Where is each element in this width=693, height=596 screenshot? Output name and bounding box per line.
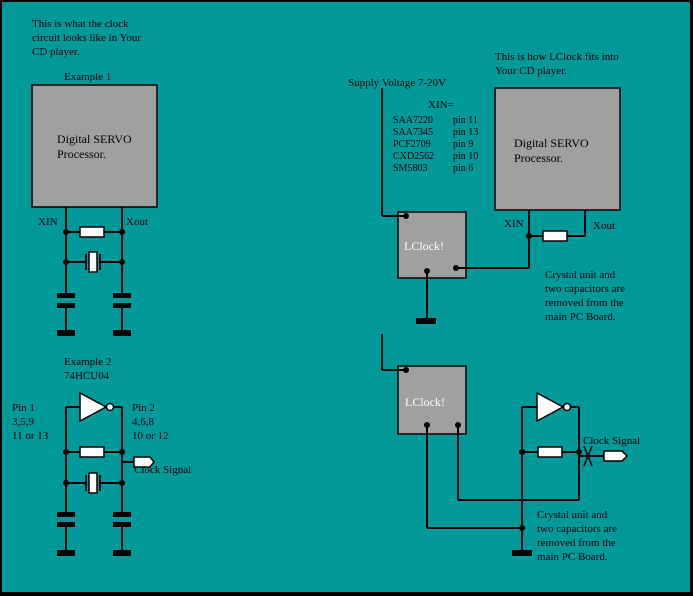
example1-resistor	[79, 226, 105, 238]
xin-header: XIN=	[428, 99, 454, 111]
example2-section: Example 2 74HCU04 Pin 1 3,5,9 11 or 13 P…	[12, 356, 191, 556]
example1-chip-line1: Digital SERVO	[57, 132, 132, 146]
example2-pin2-line3: 10 or 12	[132, 430, 169, 442]
example2-title-line2: 74HCU04	[64, 370, 110, 382]
xin-table-chip: PCF2709	[393, 139, 431, 150]
example1-circuit	[57, 207, 131, 336]
lclock-fit-section: This is how LClock fits into Your CD pla…	[348, 51, 625, 324]
lclock-fit-intro-line2: Your CD player.	[495, 65, 567, 77]
lclock-module-bottom	[397, 365, 467, 435]
lclock-fit-resistor	[542, 230, 568, 242]
xin-table-chip: CXD2562	[393, 151, 434, 162]
clock-signal-arrow-icon	[603, 450, 629, 462]
lclock-fit-note-line2: two capacitors are	[545, 283, 625, 295]
xin-table-pin: pin 13	[453, 127, 478, 138]
example1-chip-line2: Processor.	[57, 147, 106, 161]
example2-crystal	[88, 472, 98, 494]
lclock-inverter-wiring	[381, 334, 629, 556]
xin-table-pin: pin 9	[453, 139, 473, 150]
supply-voltage-label: Supply Voltage 7-20V	[348, 77, 446, 89]
xin-pin-table: SAA7220 pin 11 SAA7345 pin 13 PCF2709 pi…	[393, 115, 478, 174]
example1-capacitor-right	[113, 293, 131, 298]
example2-pin1-line2: 3,5,9	[12, 416, 35, 428]
xin-table-pin: pin 10	[453, 151, 478, 162]
example2-pin2-line2: 4,6,8	[132, 416, 155, 428]
xin-table-pin: pin 11	[453, 115, 478, 126]
lclock-inverter-note-line2: two capacitors are	[537, 523, 617, 535]
lclock-inverter-note-line3: removed from the	[537, 537, 616, 549]
lclock-inverter-note-line4: main PC Board.	[537, 551, 608, 563]
lclock-fit-note-line1: Crystal unit and	[545, 269, 616, 281]
example1-servo-chip	[31, 84, 158, 208]
example2-capacitor-right	[113, 512, 131, 517]
example1-crystal	[88, 251, 98, 273]
example1-intro-line2: circuit looks like in Your	[32, 32, 141, 44]
lclock-bottom-label: LClock!	[405, 395, 445, 409]
lclock-fit-wiring	[381, 88, 586, 324]
example1-xout-label: Xout	[126, 216, 148, 228]
example2-resistor	[79, 446, 105, 458]
lclock-top-label: LClock!	[404, 239, 444, 253]
example1-title: Example 1	[64, 71, 111, 83]
example2-capacitor-left	[57, 512, 75, 517]
example2-circuit	[57, 391, 155, 556]
lclock-fit-xout-label: Xout	[593, 220, 615, 232]
xin-table-pin: pin 6	[453, 163, 473, 174]
xin-table-chip: SAA7220	[393, 115, 433, 126]
example2-title-line1: Example 2	[64, 356, 111, 368]
ground-icon	[416, 318, 436, 324]
lclock-fit-chip-line2: Processor.	[514, 151, 563, 165]
ground-icon	[113, 330, 131, 336]
lclock-fit-servo-chip	[494, 87, 621, 211]
example1-section: This is what the clock circuit looks lik…	[31, 18, 158, 336]
example2-pin1-line3: 11 or 13	[12, 430, 49, 442]
lclock-inverter-note-line1: Crystal unit and	[537, 509, 608, 521]
ground-icon	[113, 550, 131, 556]
example1-intro-line3: CD player.	[32, 46, 80, 58]
lclock-fit-chip-line1: Digital SERVO	[514, 136, 589, 150]
example1-intro-line1: This is what the clock	[32, 18, 129, 30]
ground-icon	[512, 550, 532, 556]
example1-xin-label: XIN	[38, 216, 58, 228]
lclock-fit-intro-line1: This is how LClock fits into	[495, 51, 619, 63]
lclock-inverter-section: LClock!	[381, 334, 640, 563]
xin-table-chip: SAA7345	[393, 127, 433, 138]
lclock-inverter-clock-signal: Clock Signal	[583, 435, 640, 447]
xin-table-chip: SM5803	[393, 163, 427, 174]
lclock-inverter-resistor	[537, 446, 563, 458]
ground-icon	[57, 550, 75, 556]
lclock-fit-note-line3: removed from the	[545, 297, 624, 309]
clock-signal-arrow-icon	[133, 456, 155, 468]
example2-pin2-line1: Pin 2	[132, 402, 155, 414]
lclock-fit-xin-label: XIN	[504, 218, 524, 230]
ground-icon	[57, 330, 75, 336]
lclock-fit-note-line4: main PC Board.	[545, 311, 616, 323]
example2-pin1-line1: Pin 1	[12, 402, 35, 414]
example1-capacitor-left	[57, 293, 75, 298]
